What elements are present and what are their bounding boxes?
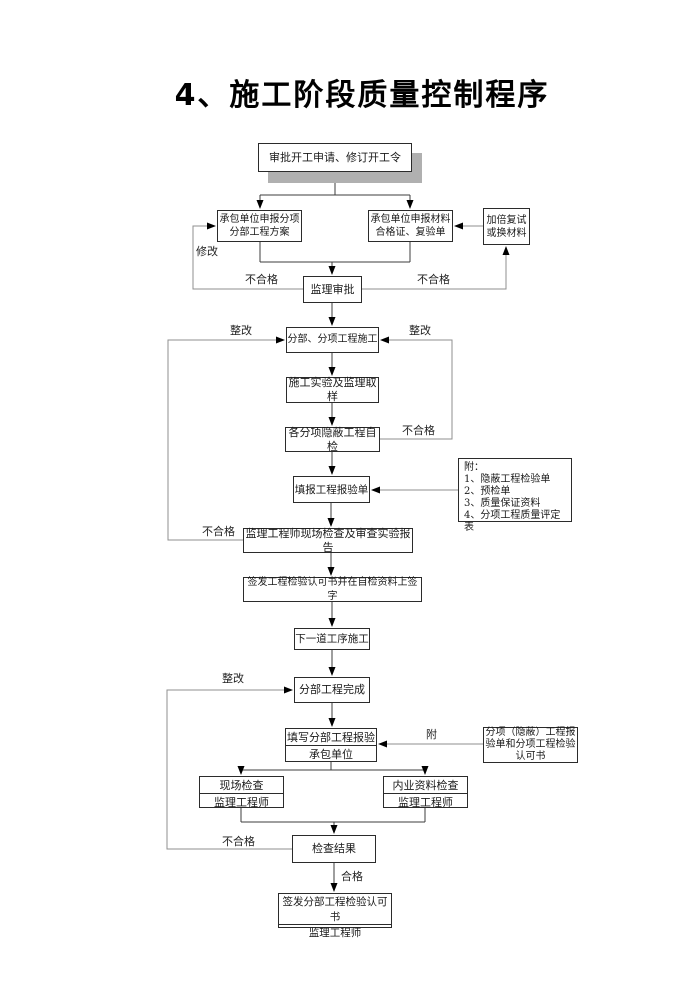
- division-report-owner: 承包单位: [286, 745, 376, 762]
- division-report-title: 填写分部工程报验: [287, 731, 375, 744]
- label-rectify-right: 整改: [409, 324, 431, 337]
- document-check-owner: 监理工程师: [384, 793, 467, 810]
- node-fill-report-form: 填报工程报验单: [293, 476, 370, 503]
- label-attach: 附: [426, 728, 437, 741]
- node-attachment-note: 附： 1、隐蔽工程检验单 2、预检单 3、质量保证资料 4、分项工程质量评定表: [458, 458, 572, 533]
- node-contractor-plan: 承包单位申报分项 分部工程方案: [217, 210, 302, 242]
- node-final-certificate: 签发分部工程检验认可书 监理工程师: [278, 893, 392, 939]
- label-fail-inspection: 不合格: [202, 525, 235, 538]
- node-next-process: 下一道工序施工: [294, 628, 370, 650]
- final-certificate-title: 签发分部工程检验认可书: [282, 896, 388, 923]
- label-fail-selfcheck: 不合格: [402, 424, 435, 437]
- node-check-result: 检查结果: [292, 835, 376, 863]
- final-certificate-owner: 监理工程师: [279, 924, 391, 940]
- label-pass: 合格: [341, 870, 363, 883]
- site-check-owner: 监理工程师: [200, 793, 283, 810]
- node-division-report: 填写分部工程报验 承包单位: [285, 728, 377, 762]
- label-rectify-left: 整改: [230, 324, 252, 337]
- node-construction: 分部、分项工程施工: [286, 327, 379, 353]
- label-fail-review-left: 不合格: [245, 273, 278, 286]
- label-rectify-division: 整改: [222, 672, 244, 685]
- site-check-title: 现场检查: [219, 779, 264, 792]
- node-test-sampling: 施工实验及监理取样: [286, 376, 379, 403]
- label-fail-result: 不合格: [222, 835, 255, 848]
- node-division-complete: 分部工程完成: [294, 677, 370, 703]
- document-check-title: 内业资料检查: [392, 779, 459, 792]
- node-retest-material: 加倍复试 或换材料: [483, 208, 530, 245]
- node-issue-certificate: 签发工程检验认可书并在自检资料上签字: [243, 577, 422, 602]
- node-self-check: 各分项隐蔽工程自检: [285, 426, 380, 453]
- node-contractor-material: 承包单位申报材料 合格证、复验单: [368, 210, 453, 242]
- node-attach-documents: 分项（隐蔽）工程报 验单和分项工程检验 认可书: [483, 727, 578, 763]
- label-modify: 修改: [196, 245, 218, 258]
- label-fail-review-right: 不合格: [417, 273, 450, 286]
- page-title: 4、施工阶段质量控制程序: [174, 78, 550, 113]
- node-approve-start: 审批开工申请、修订开工令: [258, 143, 412, 172]
- node-supervisor-review: 监理审批: [303, 276, 362, 303]
- node-document-check: 内业资料检查 监理工程师: [383, 776, 468, 810]
- node-site-inspection-report: 监理工程师现场检查及审查实验报告: [243, 527, 413, 554]
- node-site-check: 现场检查 监理工程师: [199, 776, 284, 810]
